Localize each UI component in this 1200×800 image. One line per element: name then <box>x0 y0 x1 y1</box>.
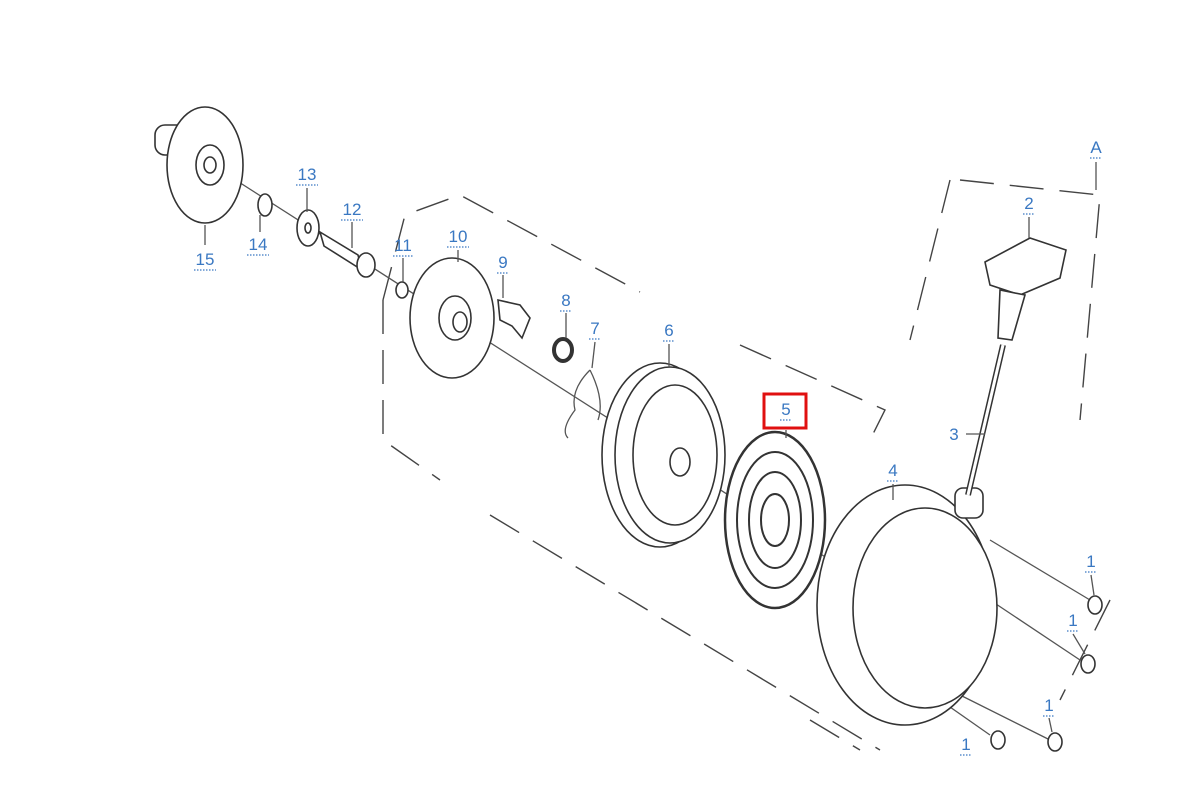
part-6-reel <box>601 362 726 548</box>
part-12-bolt <box>318 230 376 278</box>
part-9-ratchet <box>497 298 531 340</box>
label-3[interactable]: 3 <box>949 425 958 444</box>
part-10-plate <box>409 257 495 379</box>
label-1[interactable]: 1 <box>1085 552 1097 573</box>
label-1[interactable]: 1 <box>1067 611 1079 632</box>
part-4-starter-housing <box>816 484 998 726</box>
part-8-spring-ring <box>552 337 574 363</box>
label-9[interactable]: 9 <box>497 253 509 274</box>
svg-text:7: 7 <box>590 319 599 338</box>
svg-text:6: 6 <box>664 321 673 340</box>
part-15-hub <box>154 106 244 224</box>
label-1[interactable]: 1 <box>1043 696 1055 717</box>
svg-text:A: A <box>1090 138 1102 157</box>
label-15[interactable]: 15 <box>194 250 216 271</box>
label-6[interactable]: 6 <box>663 321 675 342</box>
label-2[interactable]: 2 <box>1023 194 1035 215</box>
svg-text:11: 11 <box>394 236 412 255</box>
group-outline <box>382 179 1111 751</box>
label-8[interactable]: 8 <box>560 291 572 312</box>
svg-text:15: 15 <box>196 250 215 269</box>
label-A[interactable]: A <box>1090 138 1102 159</box>
part-1-bolts <box>990 595 1103 752</box>
label-13[interactable]: 13 <box>296 165 318 186</box>
label-5[interactable]: 5 <box>780 400 792 421</box>
label-12[interactable]: 12 <box>341 200 363 221</box>
svg-text:1: 1 <box>1044 696 1053 715</box>
svg-text:9: 9 <box>498 253 507 272</box>
label-1[interactable]: 1 <box>960 735 972 756</box>
part-13-washer <box>296 209 320 247</box>
svg-text:5: 5 <box>781 400 790 419</box>
svg-text:8: 8 <box>561 291 570 310</box>
svg-text:10: 10 <box>449 227 468 246</box>
part-14-ring <box>257 193 273 217</box>
svg-text:3: 3 <box>949 425 958 444</box>
part-labels: 15 14 13 12 11 10 9 8 7 6 5 4 3 2 A 1 1 … <box>194 138 1102 756</box>
svg-text:14: 14 <box>249 235 268 254</box>
part-11-nut <box>395 281 409 299</box>
label-4[interactable]: 4 <box>887 461 899 482</box>
highlight-box-part-5 <box>762 392 808 430</box>
leader-lines <box>204 188 1095 733</box>
label-14[interactable]: 14 <box>247 235 269 256</box>
svg-text:4: 4 <box>888 461 897 480</box>
label-11[interactable]: 11 <box>393 236 413 257</box>
svg-text:12: 12 <box>343 200 362 219</box>
svg-text:1: 1 <box>961 735 970 754</box>
label-7[interactable]: 7 <box>589 319 601 340</box>
part-7-spring <box>564 369 601 439</box>
part-3-rope <box>965 344 1006 496</box>
svg-text:1: 1 <box>1086 552 1095 571</box>
part-5-recoil-spring <box>723 430 827 610</box>
label-10[interactable]: 10 <box>447 227 469 248</box>
svg-text:2: 2 <box>1024 194 1033 213</box>
svg-text:1: 1 <box>1068 611 1077 630</box>
svg-text:13: 13 <box>298 165 317 184</box>
part-2-handle <box>984 237 1067 341</box>
